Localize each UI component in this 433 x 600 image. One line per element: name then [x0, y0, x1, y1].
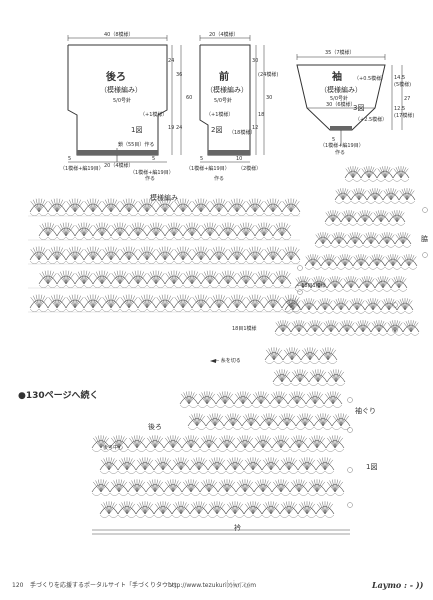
chart-hem-label: 衿	[234, 524, 241, 532]
chart-side-label: 脇	[421, 235, 428, 243]
front-hook: 5/0号針	[214, 98, 233, 104]
front-bottom-right: （2模様）	[238, 166, 262, 172]
front-title: 前	[219, 72, 229, 83]
back-stitch: （模様編み）	[100, 86, 142, 94]
chart-back-label: 後ろ	[148, 423, 162, 431]
sleeve-top-width: 35（7模様）	[325, 50, 355, 56]
continue-note: ●130ページへ続く	[18, 391, 99, 401]
chart-start-label: ← 糸を切る	[215, 358, 241, 364]
back-chain: 鎖（55目）作る	[118, 142, 155, 148]
back-height-1: 24	[168, 58, 175, 64]
back-fig: 1図	[131, 126, 143, 134]
back-bottom-center: 20（4模様）	[104, 163, 134, 169]
sleeve-increase: （+0.5模様）	[354, 76, 387, 82]
front-height-3: 18	[258, 112, 265, 118]
front-inner: （18模様）	[229, 130, 256, 136]
front-top-width: 20（4模様）	[209, 32, 239, 38]
sleeve-fig: 3図	[353, 104, 365, 112]
front-bottom-left: （1模様+編19目）	[186, 166, 230, 172]
front-height-5: 30	[266, 95, 273, 101]
magazine-logo: Laymo : - ))	[372, 580, 424, 590]
sleeve-height-5: 27	[404, 96, 411, 102]
front-fig: 2図	[211, 126, 223, 134]
front-bottom-num-right: 10	[236, 156, 243, 162]
chart-title: 模様編み	[150, 194, 178, 202]
back-piece-hem	[77, 150, 158, 155]
schematic-drawings	[67, 35, 403, 163]
chart-fig-label: 1図	[366, 463, 378, 471]
sleeve-height-4: (17模様)	[394, 113, 415, 119]
portal-text: 手づくりを応援するポータルサイト「手づくりタウン」	[30, 582, 181, 589]
back-bottom-num-left: 5	[68, 156, 72, 162]
front-increase: （+1模様）	[206, 112, 234, 118]
back-height-5: 24	[176, 125, 183, 131]
sleeve-stitch: （模様編み）	[320, 86, 362, 94]
portal-url[interactable]: http://www.tezukuritown.com	[168, 582, 257, 589]
front-bottom-make: 作る	[214, 176, 225, 182]
front-height-2: 12	[252, 125, 259, 131]
front-height-4: (24模様)	[258, 72, 279, 78]
back-hook: 5/0号針	[113, 98, 132, 104]
sleeve-decrease: （+2.5模様）	[355, 117, 388, 123]
page-number: 120	[12, 582, 24, 589]
watermark: ki.ru	[226, 578, 251, 591]
sleeve-height-3: 12.5	[394, 106, 406, 112]
sleeve-height-2: (5模様)	[394, 82, 412, 88]
sleeve-hook: 5/0号針	[330, 96, 349, 102]
back-height-4: 19	[168, 125, 175, 131]
back-bottom-make: 作る	[145, 176, 156, 182]
sleeve-title: 袖	[332, 72, 342, 83]
back-height-3: 60	[186, 95, 193, 101]
sleeve-height-1: 14.5	[394, 75, 406, 81]
chart-center-label: 後ろ中心	[103, 445, 124, 451]
front-stitch: （模様編み）	[206, 86, 248, 94]
back-title: 後ろ	[106, 72, 126, 83]
back-bottom-num-right: 5	[152, 156, 156, 162]
front-height-1: 30	[252, 58, 259, 64]
front-bottom-num-left: 5	[200, 156, 204, 162]
chart-armhole-label: 袖ぐり	[355, 407, 376, 415]
chart-repeat-label: 18目1模様	[232, 326, 257, 332]
back-bottom-left: （1模様+編19目）	[60, 166, 104, 172]
back-top-width: 40（8模様）	[104, 32, 134, 38]
sleeve-bottom-make: 作る	[335, 150, 346, 156]
sleeve-inner-width: 30（6模様）	[326, 102, 356, 108]
sleeve-bottom: （1模様+編19目）	[320, 143, 364, 149]
back-bottom-right: （1模様+編19目）	[130, 170, 174, 176]
back-height-2: 36	[176, 72, 183, 78]
sleeve-chain: 5	[332, 137, 336, 143]
back-increase: （+1模様）	[140, 112, 168, 118]
chart-rep2-label: ←18目1模様	[297, 283, 326, 289]
